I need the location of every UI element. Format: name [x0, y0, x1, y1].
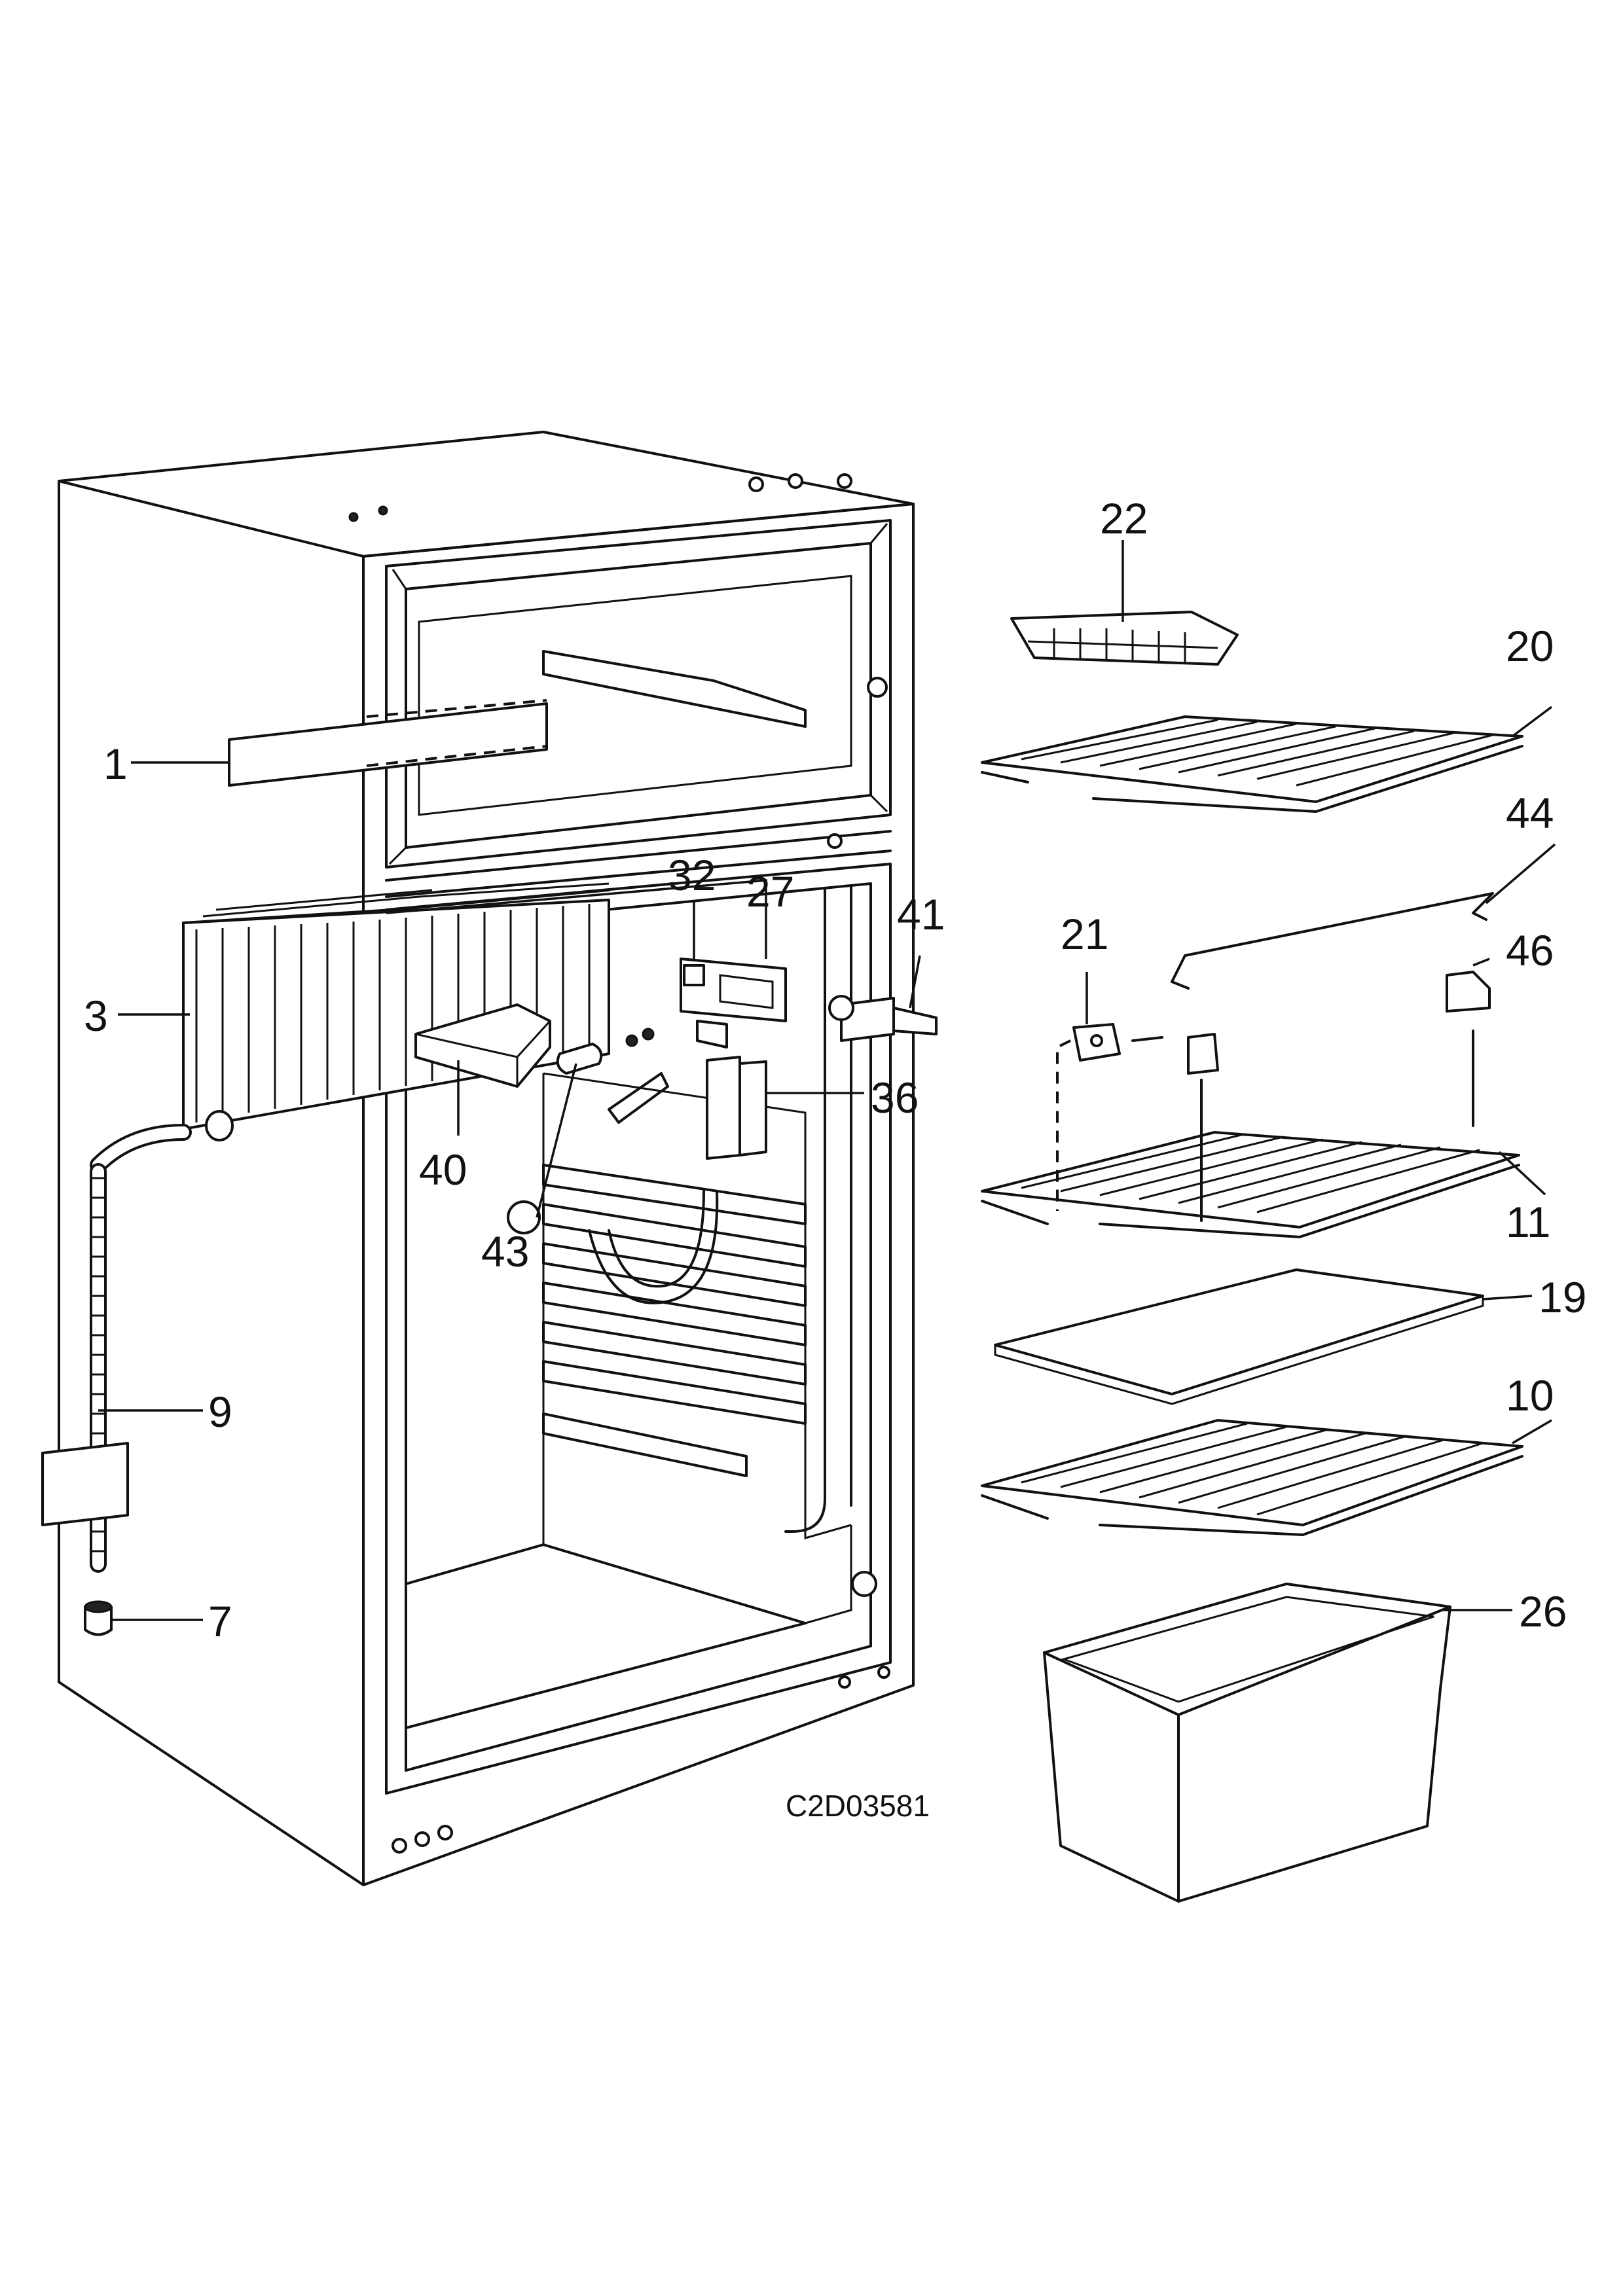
- part-9-drain-tube: [41, 1110, 234, 1573]
- cabinet: [58, 431, 915, 1886]
- callout-43: 43: [481, 1227, 529, 1276]
- callout-1: 1: [103, 740, 128, 788]
- callout-32: 32: [668, 851, 716, 899]
- callout-20: 20: [1506, 622, 1554, 670]
- callout-41: 41: [897, 890, 945, 939]
- part-10-grid-shelf: [981, 1419, 1523, 1536]
- callout-21: 21: [1061, 910, 1108, 958]
- part-3-evaporator: [182, 882, 610, 1130]
- part-11-grid-shelf: [981, 1079, 1520, 1238]
- part-27-32-thermostat: [608, 958, 787, 1124]
- leader-lines: [98, 540, 1556, 1621]
- callout-22: 22: [1100, 494, 1148, 543]
- part-26-crisper-box: [1043, 1583, 1451, 1903]
- part-36-lamp-cover: [588, 1056, 767, 1304]
- part-20-grid-shelf: [981, 715, 1523, 813]
- callout-9: 9: [208, 1388, 232, 1436]
- callout-27: 27: [746, 867, 794, 916]
- callout-10: 10: [1506, 1371, 1554, 1420]
- part-22-ice-tray: [1010, 611, 1239, 666]
- callout-40: 40: [419, 1145, 467, 1194]
- part-40-tray: [414, 1003, 551, 1088]
- callout-7: 7: [208, 1597, 232, 1645]
- diagram-code: C2D03581: [786, 1789, 930, 1823]
- callout-19: 19: [1539, 1273, 1586, 1321]
- part-43-bulb: [556, 1043, 603, 1075]
- callout-labels: 1 3 9 7 22 20 44 21 46 11 19 10 26 32 27…: [84, 494, 1586, 1823]
- callout-44: 44: [1506, 789, 1554, 837]
- part-19-glass-shelf: [994, 1268, 1484, 1405]
- callout-11: 11: [1506, 1198, 1551, 1246]
- part-46-clip: [1446, 971, 1491, 1127]
- part-21-bracket: [1056, 1023, 1219, 1211]
- callout-3: 3: [84, 992, 108, 1040]
- callout-26: 26: [1519, 1587, 1567, 1636]
- part-41-switch: [828, 995, 938, 1042]
- part-44-wire: [1171, 892, 1494, 990]
- callout-46: 46: [1506, 926, 1554, 975]
- callout-36: 36: [871, 1073, 919, 1122]
- part-1-strip: [228, 699, 548, 787]
- part-7-foot: [84, 1600, 113, 1636]
